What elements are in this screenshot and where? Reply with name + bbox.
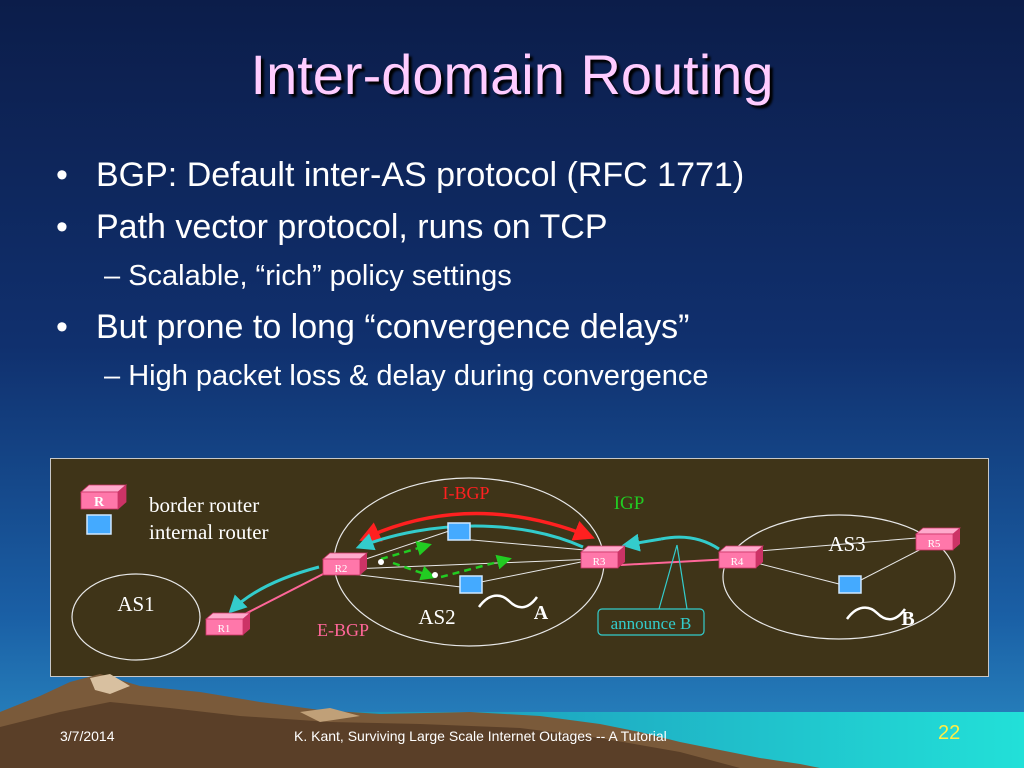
destination-a-label: A <box>534 602 549 624</box>
router-r1-label: R1 <box>218 623 231 635</box>
as3-internal-link <box>758 537 918 552</box>
router-r3-label: R3 <box>593 556 606 568</box>
as1-boundary <box>71 573 201 661</box>
internal-router-legend-icon <box>86 514 112 535</box>
igp-node-dot <box>432 572 438 578</box>
border-router-glyph: R <box>94 495 105 510</box>
page-number: 22 <box>938 722 961 744</box>
destination-b-squiggle-icon <box>845 606 907 621</box>
sub-bullet-text: Scalable, “rich” policy settings <box>128 260 512 292</box>
ebgp-link-r3-r4 <box>620 558 732 566</box>
legend-border-router-label: border router <box>149 493 259 517</box>
announce-path-arrow <box>621 533 662 552</box>
router-r5-label: R5 <box>928 538 941 550</box>
ibgp-session-arrow <box>359 511 595 542</box>
sub-bullet-marker: – <box>104 360 121 392</box>
bullet-text: BGP: Default inter-AS protocol (RFC 1771… <box>96 156 745 194</box>
announce-callout-box <box>597 608 705 636</box>
destination-a-squiggle-icon <box>477 594 539 609</box>
as1-label: AS1 <box>117 592 154 616</box>
ebgp-link-r1-r2 <box>240 570 330 617</box>
igp-node-dot <box>378 559 384 565</box>
bullet-marker: • <box>56 208 68 246</box>
footer-date: 3/7/2014 <box>60 728 115 744</box>
router-r1-icon: R1 <box>204 612 252 636</box>
igp-arrow <box>380 541 432 561</box>
mountain-landscape <box>0 674 1024 768</box>
announce-callout-text: announce B <box>611 614 692 633</box>
as3-label: AS3 <box>828 532 865 556</box>
destination-b-label: B <box>901 608 914 630</box>
router-r2-icon: R2 <box>321 552 369 576</box>
ebgp-label: E-BGP <box>317 620 369 640</box>
bullet-marker: • <box>56 308 68 346</box>
bullet-text: But prone to long “convergence delays” <box>96 308 690 346</box>
footer-title: K. Kant, Surviving Large Scale Internet … <box>294 728 667 744</box>
announce-path-segment <box>660 535 720 551</box>
as2-internal-link <box>350 558 597 570</box>
diagram-canvas: announce B R border router internal rout… <box>71 477 962 661</box>
as2-boundary <box>333 477 605 647</box>
sub-bullet-item: – Scalable, “rich” policy settings <box>104 260 512 293</box>
sub-bullet-text: High packet loss & delay during converge… <box>128 360 709 392</box>
sub-bullet-marker: – <box>104 260 121 292</box>
igp-label: IGP <box>614 493 645 514</box>
slide-title: Inter-domain Routing <box>250 43 774 106</box>
sub-bullet-item: – High packet loss & delay during conver… <box>104 360 709 393</box>
router-r5-icon: R5 <box>914 527 962 551</box>
border-router-legend-icon: R <box>79 484 128 510</box>
router-r4-icon: R4 <box>717 545 765 569</box>
internal-router-icon <box>459 575 483 594</box>
router-r2-label: R2 <box>335 563 348 575</box>
as2-internal-link <box>470 558 597 585</box>
bullet-marker: • <box>56 156 68 194</box>
bgp-diagram: announce B R border router internal rout… <box>50 458 989 677</box>
ibgp-label: I-BGP <box>442 483 489 503</box>
announce-callout-pointer <box>658 544 688 610</box>
router-r4-label: R4 <box>731 556 744 568</box>
internal-router-icon <box>838 575 862 594</box>
as2-label: AS2 <box>418 605 455 629</box>
igp-arrow <box>392 561 436 581</box>
legend-internal-router-label: internal router <box>149 520 269 544</box>
igp-arrow <box>440 554 512 579</box>
as2-internal-link <box>350 573 462 588</box>
as3-boundary <box>722 514 956 640</box>
router-r3-icon: R3 <box>579 545 627 569</box>
bullet-text: Path vector protocol, runs on TCP <box>96 208 608 246</box>
internal-router-icon <box>447 522 471 541</box>
ibgp-announce-arrow <box>355 524 584 551</box>
ebgp-announce-arrow <box>228 565 320 614</box>
